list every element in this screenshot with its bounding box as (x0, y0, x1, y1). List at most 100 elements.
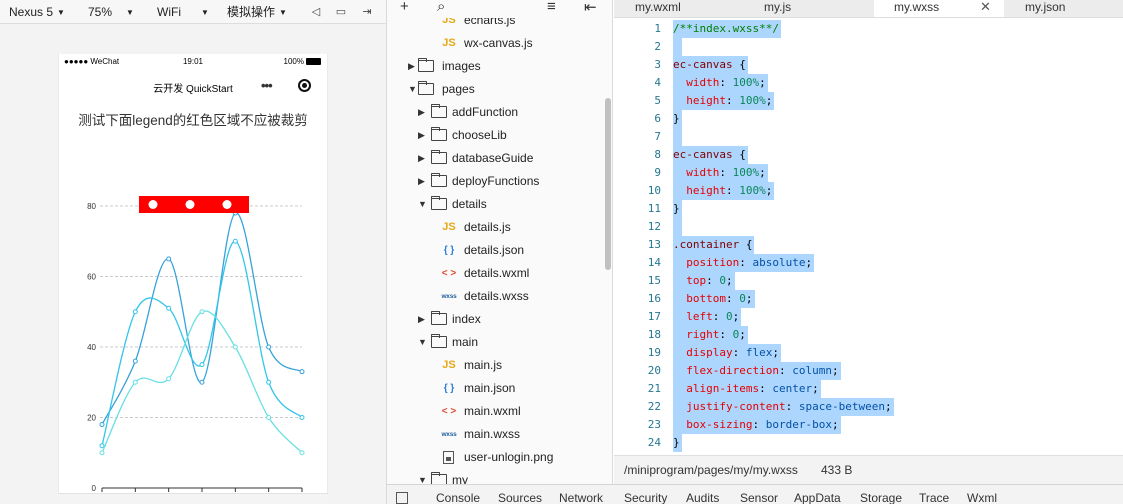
code-token: ; (831, 364, 839, 377)
tree-item[interactable]: ▶databaseGuide (387, 147, 602, 170)
devtools-tab-trace[interactable]: Trace (919, 491, 950, 504)
devtools-tab-security[interactable]: Security (624, 491, 668, 504)
tree-item-label: details (452, 197, 487, 211)
code-token (673, 166, 686, 179)
folder-icon (418, 58, 434, 72)
line-number: 2 (654, 40, 661, 53)
tree-item[interactable]: { }details.json (387, 239, 602, 262)
devtools-tab-storage[interactable]: Storage (860, 491, 903, 504)
folder-open-icon (418, 81, 434, 95)
page-heading: 测试下面legend的红色区域不应被裁剪 (78, 113, 308, 128)
tree-item[interactable]: ▶chooseLib (387, 124, 602, 147)
chevron-down-icon[interactable]: ▼ (418, 337, 427, 347)
device-select[interactable]: Nexus 5▼ (9, 3, 65, 21)
devtools-tab-network[interactable]: Network (559, 491, 604, 504)
chevron-down-icon[interactable]: ▼ (408, 84, 417, 94)
tab-my-wxml[interactable]: my.wxml (614, 0, 764, 17)
tab-my-json[interactable]: my.json (1004, 0, 1123, 17)
volume-icon[interactable]: ◁ (311, 6, 321, 18)
tree-item[interactable]: ▼pages (387, 78, 602, 101)
window-icon[interactable]: ▭ (335, 6, 347, 18)
tree-item[interactable]: ▶images (387, 55, 602, 78)
code-text (673, 38, 682, 56)
code-text (673, 128, 682, 146)
menu-capsule[interactable]: ••• (255, 76, 321, 98)
image-file-icon (443, 451, 454, 464)
code-token (673, 310, 686, 323)
add-file-button[interactable]: + (400, 0, 409, 15)
code-text: ec-canvas { (673, 56, 748, 74)
data-point (199, 309, 205, 315)
devtools-tab-audits[interactable]: Audits (686, 491, 720, 504)
more-icon[interactable]: ••• (261, 78, 273, 93)
chevron-right-icon[interactable]: ▶ (408, 61, 415, 71)
collapse-icon[interactable]: ⇤ (584, 0, 597, 16)
close-icon[interactable]: ✕ (980, 0, 991, 14)
explorer-scrollbar[interactable] (605, 98, 611, 270)
operation-select[interactable]: 模拟操作▼ (227, 3, 287, 21)
code-token: space-between (798, 400, 885, 413)
code-line: 14 position: absolute; (614, 254, 1123, 272)
code-token: : (719, 76, 733, 89)
tree-item[interactable]: < >details.wxml (387, 262, 602, 285)
data-point (199, 362, 205, 368)
code-token: 100% (732, 76, 760, 89)
devtools-tab-sensor[interactable]: Sensor (740, 491, 779, 504)
chevron-down-icon[interactable]: ▼ (418, 199, 427, 209)
chevron-right-icon[interactable]: ▶ (418, 107, 425, 117)
network-select[interactable]: WiFi▼ (157, 3, 209, 21)
devtools-tab-console[interactable]: Console (436, 491, 480, 504)
code-text: bottom: 0; (673, 290, 755, 308)
devtools-tab-appdata[interactable]: AppData (794, 491, 841, 504)
tree-item[interactable]: ▶deployFunctions (387, 170, 602, 193)
tree-item[interactable]: ▼ details (387, 193, 602, 216)
code-token: ; (759, 76, 766, 89)
tree-item-label: details.js (464, 220, 511, 234)
chevron-right-icon[interactable]: ▶ (418, 130, 425, 140)
chevron-right-icon[interactable]: ▶ (418, 153, 425, 163)
tree-item[interactable]: ▶addFunction (387, 101, 602, 124)
code-line: 24} (614, 434, 1123, 452)
code-line: 21 align-items: center; (614, 380, 1123, 398)
devtools-tab-sources[interactable]: Sources (498, 491, 543, 504)
wxss-file-icon: wxss (441, 431, 457, 438)
editor-status-bar: /miniprogram/pages/my/my.wxss 433 B (614, 455, 1123, 484)
tab-my-js[interactable]: my.js (764, 0, 874, 17)
code-token: border-box (765, 418, 832, 431)
chevron-down-icon: ▼ (126, 8, 134, 17)
code-token: ; (805, 256, 813, 269)
chevron-down-icon[interactable]: ▼ (418, 475, 427, 484)
chevron-right-icon[interactable]: ▶ (418, 314, 425, 324)
code-token: } (673, 202, 680, 215)
tab-my-wxss[interactable]: my.wxss✕ (874, 0, 1004, 17)
code-token (673, 418, 686, 431)
file-size: 433 B (821, 463, 853, 477)
tree-item[interactable]: user-unlogin.png (387, 446, 602, 469)
code-token (673, 184, 686, 197)
tree-item[interactable]: < >main.wxml (387, 400, 602, 423)
tree-item[interactable]: ▶ index (387, 308, 602, 331)
close-target-icon[interactable] (298, 79, 311, 92)
tree-item-label: index (452, 312, 481, 326)
search-icon[interactable]: ⌕ (437, 0, 446, 15)
outline-icon[interactable]: ≡ (547, 0, 556, 15)
chevron-right-icon[interactable]: ▶ (418, 176, 425, 186)
devtools-tab-wxml[interactable]: Wxml (967, 491, 997, 504)
code-text: height: 100%; (673, 92, 775, 110)
tree-item[interactable]: ▼my (387, 469, 602, 484)
zoom-select[interactable]: 75%▼ (88, 3, 134, 21)
tree-item[interactable]: { }main.json (387, 377, 602, 400)
inspect-icon[interactable] (396, 492, 408, 504)
detach-icon[interactable]: ⇥ (362, 6, 372, 18)
tree-item[interactable]: ▼main (387, 331, 602, 354)
code-token (673, 292, 686, 305)
code-token: width (686, 166, 720, 179)
editor-tabs: my.wxml my.js my.wxss✕ my.json (614, 0, 1123, 18)
code-token: 0 (726, 310, 733, 323)
